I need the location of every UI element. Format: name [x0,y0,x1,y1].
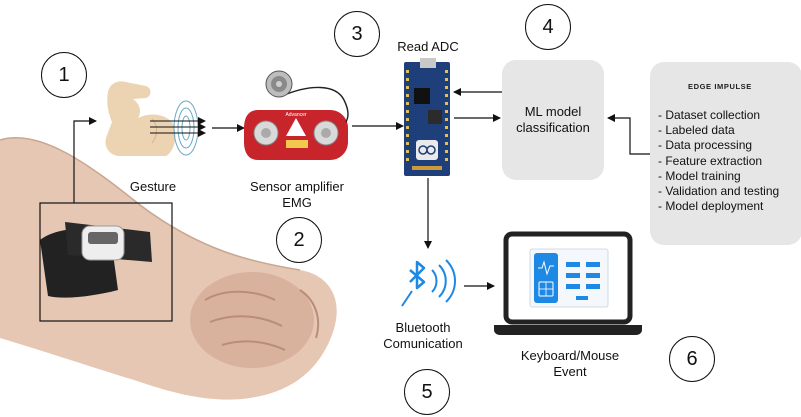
list-item: - Validation and testing [658,184,780,199]
bluetooth-label-line2: Comunication [383,336,463,351]
keyboard-mouse-label-line2: Event [553,364,587,379]
ml-model-label-line2: classification [516,120,590,135]
list-item: - Dataset collection [658,108,761,122]
list-item: - Labeled data [658,123,735,138]
gesture-label: Gesture [129,179,177,194]
step-2-number: 2 [293,228,305,251]
wristband-device [65,222,152,262]
list-item: - Data processing [658,138,753,153]
step-3-circle: 3 [334,11,380,57]
ml-model-label-line1: ML model [524,104,582,119]
bluetooth-icon [401,259,456,307]
ml-model-box: ML model classification [502,60,604,180]
bluetooth-label: Bluetooth Comunication [368,320,478,352]
list-item: - Model training [658,168,741,183]
edge-impulse-box: EDGE IMPULSE - Dataset collection - Labe… [650,62,801,245]
svg-text:Advancer: Advancer [285,112,306,118]
microcontroller-board-icon [404,58,450,176]
step-6-number: 6 [686,347,698,370]
step-4-number: 4 [542,15,554,38]
flexed-arm-icon [105,81,176,156]
sensor-label-line1: Sensor amplifier [250,179,344,194]
read-adc-label: Read ADC [397,39,459,54]
step-2-circle: 2 [276,217,322,263]
step-5-circle: 5 [404,369,450,415]
step-6-circle: 6 [669,336,715,382]
step-3-number: 3 [351,22,363,45]
arrow-ei-to-ml [607,114,650,155]
sensor-label: Sensor amplifier EMG [236,179,358,211]
laptop-icon [494,231,642,335]
edge-impulse-steps-list: - Dataset collection - Labeled data - Da… [658,108,779,214]
edge-impulse-brand: EDGE IMPULSE [688,82,752,91]
step-1-circle: 1 [41,52,87,98]
list-item: - Feature extraction [658,153,763,168]
emg-sensor-board-icon: Advancer [244,110,348,160]
keyboard-mouse-label: Keyboard/Mouse Event [510,348,630,380]
step-1-number: 1 [58,63,70,86]
step-4-circle: 4 [525,4,571,50]
sensor-label-line2: EMG [282,195,312,210]
arrow-box-to-gesture [73,117,97,203]
keyboard-mouse-label-line1: Keyboard/Mouse [520,348,620,363]
list-item: - Model deployment [658,199,764,214]
step-5-number: 5 [421,380,433,403]
electrode-icon [265,70,349,123]
device-highlight-box [39,202,173,322]
bluetooth-label-line1: Bluetooth [395,320,451,335]
forearm-photo [0,137,337,400]
signal-waves [150,100,206,156]
